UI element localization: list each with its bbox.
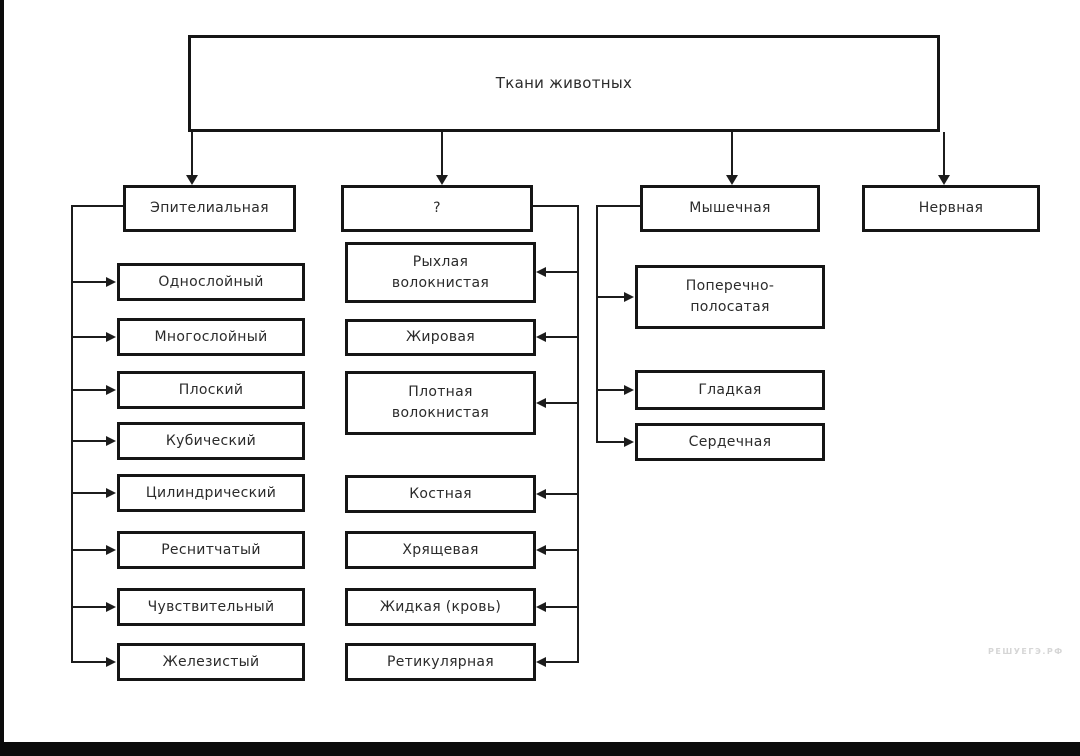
node-label: Многослойный	[154, 328, 268, 345]
node-unknown-label: ?	[433, 200, 441, 216]
node-epithelial-child: Реснитчатый	[117, 531, 305, 569]
arrowhead-right	[106, 488, 116, 498]
connector-line	[71, 336, 107, 338]
node-muscular-child: Сердечная	[635, 423, 825, 461]
arrowhead-down	[436, 175, 448, 185]
arrowhead-right	[106, 602, 116, 612]
arrowhead-left	[536, 398, 546, 408]
node-muscular-label: Мышечная	[689, 200, 771, 216]
node-label: Жидкая (кровь)	[379, 598, 502, 615]
arrowhead-left	[536, 332, 546, 342]
node-label: Цилиндрический	[145, 484, 277, 501]
node-label: Поперечно- полосатая	[685, 278, 775, 315]
connector-line	[596, 389, 626, 391]
node-connective-child: Жидкая (кровь)	[345, 588, 536, 626]
connector-line	[545, 271, 578, 273]
node-label: Железистый	[162, 653, 260, 670]
connector-line	[731, 132, 733, 176]
node-root-label: Ткани животных	[495, 74, 633, 93]
node-connective-child: Ретикулярная	[345, 643, 536, 681]
connector-line	[596, 205, 640, 207]
connector-line	[71, 205, 73, 663]
connector-line	[441, 132, 443, 176]
connector-line	[596, 205, 598, 443]
node-connective-child: Жировая	[345, 319, 536, 356]
connector-line	[596, 441, 626, 443]
arrowhead-down	[726, 175, 738, 185]
node-epithelial-child: Плоский	[117, 371, 305, 409]
node-epithelial-child: Кубический	[117, 422, 305, 460]
node-muscular: Мышечная	[640, 185, 820, 232]
arrowhead-left	[536, 267, 546, 277]
connector-line	[545, 606, 578, 608]
connector-line	[191, 132, 193, 176]
node-connective-child: Плотная волокнистая	[345, 371, 536, 435]
node-epithelial-label: Эпителиальная	[150, 200, 269, 216]
node-unknown: ?	[341, 185, 533, 232]
node-label: Однослойный	[158, 273, 264, 290]
connector-line	[596, 296, 626, 298]
node-connective-child: Костная	[345, 475, 536, 513]
node-label: Хрящевая	[402, 541, 479, 558]
arrowhead-right	[624, 292, 634, 302]
connector-line	[71, 661, 107, 663]
arrowhead-left	[536, 545, 546, 555]
node-label: Чувствительный	[147, 598, 275, 615]
node-label: Рыхлая волокнистая	[391, 253, 490, 291]
node-epithelial-child: Чувствительный	[117, 588, 305, 626]
connector-line	[545, 336, 578, 338]
arrowhead-left	[536, 602, 546, 612]
node-label: Плотная волокнистая	[391, 384, 490, 421]
connector-line	[545, 493, 578, 495]
node-epithelial-child: Однослойный	[117, 263, 305, 301]
arrowhead-right	[106, 277, 116, 287]
node-label: Кубический	[165, 432, 257, 449]
node-label: Реснитчатый	[161, 541, 261, 558]
arrowhead-down	[186, 175, 198, 185]
node-muscular-child: Гладкая	[635, 370, 825, 410]
node-label: Жировая	[406, 329, 475, 345]
connector-line	[71, 440, 107, 442]
arrowhead-right	[624, 437, 634, 447]
connector-line	[71, 549, 107, 551]
connector-line	[71, 205, 123, 207]
arrowhead-right	[106, 332, 116, 342]
connector-line	[71, 389, 107, 391]
node-muscular-child: Поперечно- полосатая	[635, 265, 825, 329]
node-epithelial: Эпителиальная	[123, 185, 296, 232]
node-label: Ретикулярная	[386, 653, 495, 670]
node-nervous: Нервная	[862, 185, 1040, 232]
node-label: Сердечная	[688, 433, 772, 450]
node-label: Костная	[409, 485, 472, 502]
arrowhead-right	[106, 436, 116, 446]
arrowhead-left	[536, 489, 546, 499]
arrowhead-right	[624, 385, 634, 395]
connector-line	[71, 492, 107, 494]
watermark-text: РЕШУЕГЭ.РФ	[988, 647, 1064, 656]
connector-line	[545, 661, 578, 663]
connector-line	[577, 205, 579, 663]
node-nervous-label: Нервная	[918, 200, 984, 216]
connector-line	[533, 205, 579, 207]
connector-line	[943, 132, 945, 176]
connector-line	[71, 606, 107, 608]
arrowhead-right	[106, 385, 116, 395]
node-connective-child: Хрящевая	[345, 531, 536, 569]
arrowhead-left	[536, 657, 546, 667]
node-root: Ткани животных	[188, 35, 940, 132]
connector-line	[545, 549, 578, 551]
node-label: Плоский	[178, 381, 244, 398]
node-label: Гладкая	[698, 381, 762, 398]
arrowhead-down	[938, 175, 950, 185]
node-connective-child: Рыхлая волокнистая	[345, 242, 536, 303]
connector-line	[71, 281, 107, 283]
node-epithelial-child: Многослойный	[117, 318, 305, 356]
node-epithelial-child: Железистый	[117, 643, 305, 681]
arrowhead-right	[106, 657, 116, 667]
connector-line	[545, 402, 578, 404]
bottom-edge-bar	[0, 742, 1080, 756]
arrowhead-right	[106, 545, 116, 555]
left-edge-bar	[0, 0, 4, 742]
node-epithelial-child: Цилиндрический	[117, 474, 305, 512]
